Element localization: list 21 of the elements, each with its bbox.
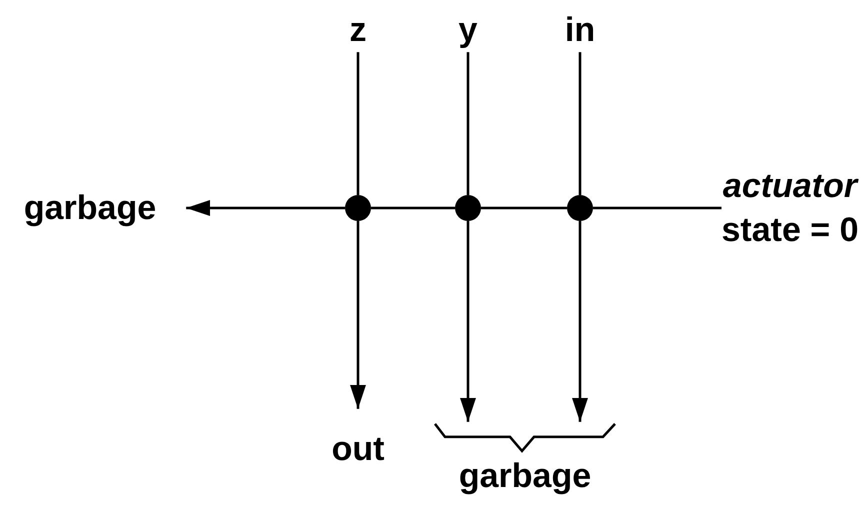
text-label: garbage [458, 456, 592, 497]
line [578, 52, 582, 195]
line [371, 206, 455, 210]
junction-dot [345, 195, 371, 221]
line [481, 206, 567, 210]
italic-label: actuator [722, 166, 859, 207]
signal-label: z [350, 8, 366, 52]
arrow [460, 221, 476, 422]
text-label: state = 0 [721, 210, 859, 251]
arrow [572, 221, 588, 422]
signal-label: y [458, 8, 478, 52]
line [593, 206, 722, 210]
line [356, 52, 360, 195]
arrow [186, 200, 345, 216]
signal-label: in [564, 8, 596, 52]
signal-label: out [332, 408, 384, 472]
line [466, 52, 470, 195]
junction-dot [455, 195, 481, 221]
junction-dot [567, 195, 593, 221]
signal-label: garbage [24, 186, 186, 230]
arrow [350, 221, 366, 409]
